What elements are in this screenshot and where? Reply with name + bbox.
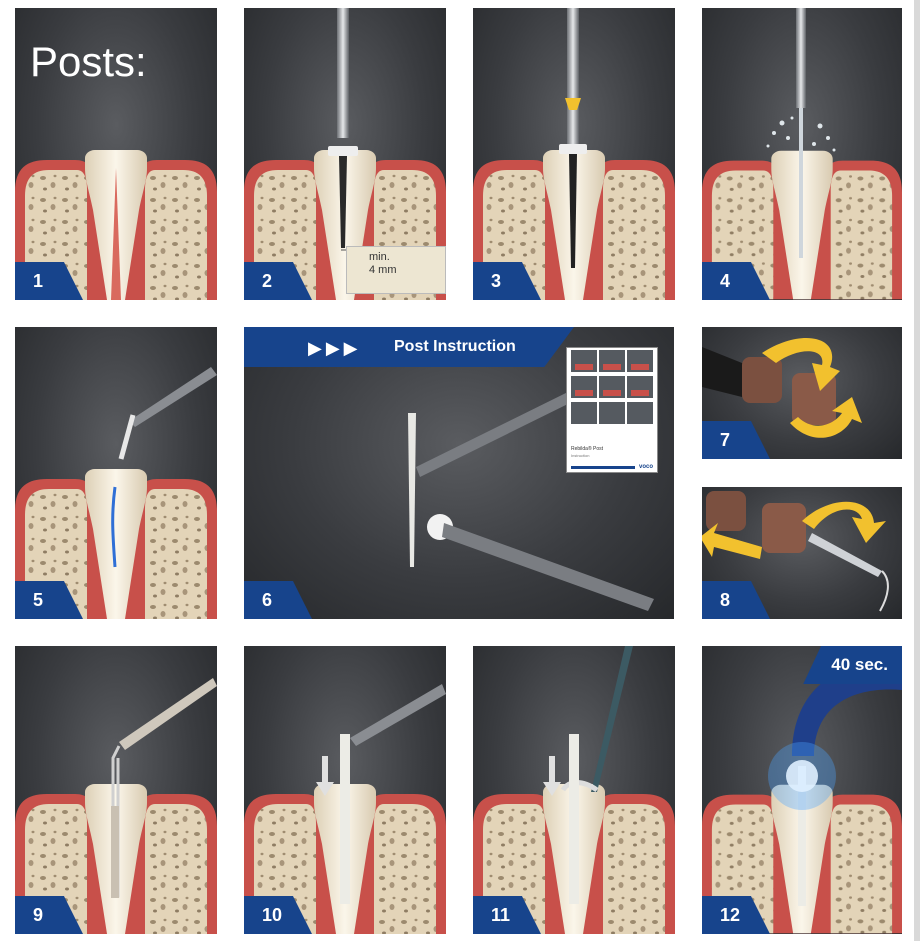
cement-syringe: [119, 678, 217, 750]
tweezers-lower: [442, 523, 654, 611]
step-panel-7: 7: [702, 327, 902, 459]
tooth-illustration: [473, 8, 675, 300]
cap-left: [742, 357, 782, 403]
step-panel-9: 9: [15, 646, 217, 934]
step-panel-8: 8: [702, 487, 902, 619]
depth-stop: [328, 146, 358, 156]
depth-label-line1: min.: [369, 251, 439, 264]
instrument: [591, 646, 633, 792]
tooth-illustration: [15, 327, 217, 619]
instruction-leaflet: Rebilda® Post Instruction voco: [566, 347, 658, 473]
step-panel-3: 3: [473, 8, 675, 300]
syringe: [808, 533, 882, 577]
step-panel-11: 11: [473, 646, 675, 934]
scrollbar-track[interactable]: [914, 0, 920, 941]
step-panel-5: 5: [15, 327, 217, 619]
leaflet-footer-bar: [571, 466, 635, 469]
tooth-illustration: [473, 646, 675, 934]
step-panel-12: 40 sec. 12: [702, 646, 902, 934]
leaflet-subtitle: Instruction: [571, 453, 589, 458]
step-panel-2: min. 4 mm 2: [244, 8, 446, 300]
fiber-post: [408, 413, 416, 567]
tooth-illustration: [702, 8, 902, 300]
step-panel-4: 4: [702, 8, 902, 300]
depth-label: min. 4 mm: [346, 246, 446, 294]
tooth-illustration: [244, 646, 446, 934]
depth-label-line2: 4 mm: [369, 264, 439, 277]
fiber-post: [340, 734, 350, 904]
leaflet-thumbnails: [567, 348, 657, 444]
step-panel-6: ▶▶▶ Post Instruction Rebilda® Post Instr…: [244, 327, 674, 619]
curing-illustration: [702, 646, 902, 934]
leaflet-brand: voco: [639, 464, 653, 470]
step-panel-10: 10: [244, 646, 446, 934]
tweezers-upper: [416, 389, 578, 477]
tweezers: [129, 367, 217, 427]
drill-shaft: [337, 8, 349, 138]
page-title: Posts:: [30, 38, 147, 86]
leaflet-title: Rebilda® Post: [571, 446, 603, 452]
tooth-illustration: [15, 646, 217, 934]
